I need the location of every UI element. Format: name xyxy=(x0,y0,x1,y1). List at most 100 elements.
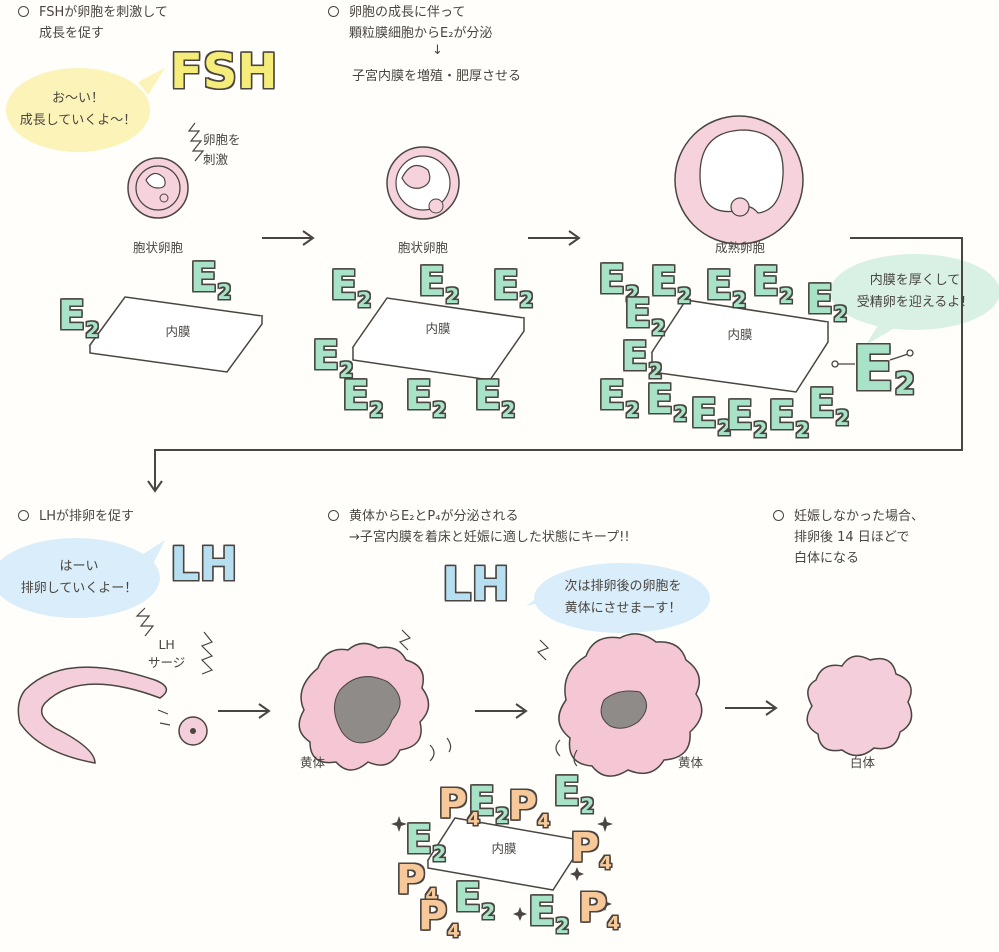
arrow-icon xyxy=(218,700,778,719)
follicle-icon-1 xyxy=(127,157,189,219)
stimulate-line2: 刺激 xyxy=(203,152,229,167)
p4-hormone-token: P4 xyxy=(438,781,480,830)
sparkle-icon xyxy=(391,816,613,921)
e2-bubble-line2: 受精卵を迎えるよ！ xyxy=(856,295,974,310)
e2-char-sub: 2 xyxy=(894,367,916,402)
fsh-bubble-line2: 成長していくよ〜！ xyxy=(19,113,137,128)
e2-hormone-token: E2 xyxy=(342,373,384,422)
bullet-circle-icon xyxy=(773,510,784,521)
mature-follicle-icon xyxy=(674,115,804,245)
e2-char-main: E xyxy=(852,332,895,405)
lh-bubble-line2: 排卵していくよー！ xyxy=(20,581,138,596)
corpus-luteum-label-1: 黄体 xyxy=(300,755,326,770)
step-luteum-text: 黄体からE₂とP₄が分泌される →子宮内膜を着床と妊娠に適した状態にキープ!! xyxy=(328,506,630,548)
corpus-luteum-icon-2 xyxy=(558,633,703,777)
lh2-bubble-line1: 次は排卵後の卵胞を xyxy=(564,579,682,594)
step-albicans-line1: 妊娠しなかった場合、 xyxy=(794,509,925,524)
follicle-icon-2 xyxy=(386,146,460,220)
lh2-speech-bubble xyxy=(534,563,710,633)
e2-hormone-token: E2 xyxy=(190,255,232,304)
corpus-albicans-label: 白体 xyxy=(850,755,876,770)
e2-character: E2 xyxy=(852,338,915,416)
e2-speech-bubble xyxy=(830,254,999,330)
step-fsh-text: FSHが卵胞を刺激して 成長を促す xyxy=(18,2,168,44)
e2-hormone-token: E2 xyxy=(752,259,794,308)
e2-hormone-token: E2 xyxy=(598,373,640,422)
lh-surge-line1: LH xyxy=(158,637,175,652)
e2-hormone-token: E2 xyxy=(528,889,570,938)
e2-hormone-token: E2 xyxy=(705,263,747,312)
endometrium-slab-4 xyxy=(426,817,582,891)
follicle-label-2: 胞状卵胞 xyxy=(397,240,448,255)
e2-hormone-token: E2 xyxy=(768,393,810,442)
lh2-bubble-line2: 黄体にさせまーす！ xyxy=(564,601,682,616)
step-albicans-line2: 排卵後 14 日ほどで xyxy=(794,530,910,545)
e2-hormone-token: E2 xyxy=(330,263,372,312)
e2-hormone-token: E2 xyxy=(474,373,516,422)
e2-hormone-token: E2 xyxy=(405,373,447,422)
e2-bubble-text: 内膜を厚くして 受精卵を迎えるよ！ xyxy=(840,270,990,314)
fsh-bubble-text: お〜い！ 成長していくよ〜！ xyxy=(8,88,148,132)
step-lh-text: LHが排卵を促す xyxy=(18,506,134,527)
p4-hormone-token: P4 xyxy=(508,783,550,832)
connector-arrow-icon xyxy=(147,237,963,493)
step-e2-line2: 顆粒膜細胞からE₂が分泌 xyxy=(349,26,493,41)
step-luteum-line2: →子宮内膜を着床と妊娠に適した状態にキープ!! xyxy=(349,530,630,545)
e2-hormone-token: E2 xyxy=(58,293,100,342)
e2-hormone-token: E2 xyxy=(492,263,534,312)
endometrium-slab-2 xyxy=(351,297,526,381)
step-albicans-text: 妊娠しなかった場合、 排卵後 14 日ほどで 白体になる xyxy=(773,506,924,569)
e2-hormone-token: E2 xyxy=(418,259,460,308)
lh-zigzag-icon-2 xyxy=(200,631,214,675)
p4-hormone-token: P4 xyxy=(418,893,460,942)
step-fsh-line2: 成長を促す xyxy=(39,26,105,41)
bullet-circle-icon xyxy=(328,510,339,521)
e2-hormone-token: E2 xyxy=(553,769,595,818)
fsh-bubble-line1: お〜い！ xyxy=(51,91,104,106)
endometrium-slab-3 xyxy=(650,299,830,393)
lh-bubble-text: はーい 排卵していくよー！ xyxy=(4,556,154,600)
step-e2-line1: 卵胞の成長に伴って xyxy=(349,5,466,20)
e2-hormone-token: E2 xyxy=(726,393,768,442)
stimulate-label: 卵胞を 刺激 xyxy=(203,130,241,170)
p4-hormone-token: P4 xyxy=(396,857,438,906)
motion-lines-icon xyxy=(157,709,171,726)
lh-bubble-line1: はーい xyxy=(59,559,99,574)
e2-hormone-token: E2 xyxy=(405,817,447,866)
corpus-albicans-icon xyxy=(806,655,913,757)
fsh-character: FSH xyxy=(170,44,278,100)
e2-hormone-token: E2 xyxy=(646,377,688,426)
lh2-bubble-text: 次は排卵後の卵胞を 黄体にさせまーす！ xyxy=(540,576,706,620)
corpus-luteum-icon-1 xyxy=(298,642,430,771)
down-arrow-icon: ↓ xyxy=(432,43,443,58)
corpus-luteum-label-2: 黄体 xyxy=(678,755,704,770)
lh-surge-line2: サージ xyxy=(148,655,186,670)
e2-hormone-token: E2 xyxy=(624,291,666,340)
lh-zigzag-icon-1 xyxy=(135,607,155,637)
endometrium-label-3: 内膜 xyxy=(727,327,752,342)
lh-surge-label: LH サージ xyxy=(148,636,185,672)
mature-follicle-label: 成熟卵胞 xyxy=(714,240,765,255)
lh-character-1: LH xyxy=(170,537,238,591)
step-lh-line1: LHが排卵を促す xyxy=(39,509,135,524)
e2-hormone-token: E2 xyxy=(312,333,354,382)
endometrium-slab-1 xyxy=(88,296,264,373)
step-e2-sub-text: 子宮内膜を増殖・肥厚させる xyxy=(352,69,522,84)
stimulate-zigzag-icon xyxy=(187,122,205,162)
e2-hormone-token: E2 xyxy=(808,381,850,430)
e2-hormone-token: E2 xyxy=(468,779,510,828)
e2-hormone-token: E2 xyxy=(621,334,663,383)
stimulate-line1: 卵胞を xyxy=(203,132,241,147)
step-albicans-line3: 白体になる xyxy=(794,551,860,566)
e2-hormone-token: E2 xyxy=(690,391,732,440)
bullet-circle-icon xyxy=(328,6,339,17)
uterine-tube-icon xyxy=(17,666,168,764)
step-fsh-line1: FSHが卵胞を刺激して xyxy=(39,5,168,20)
endometrium-label-4: 内膜 xyxy=(491,841,516,856)
e2-bubble-line1: 内膜を厚くして xyxy=(869,273,961,288)
endometrium-label-2: 内膜 xyxy=(425,321,450,336)
bullet-circle-icon xyxy=(18,6,29,17)
p4-hormone-token: P4 xyxy=(570,825,612,874)
endometrium-label-1: 内膜 xyxy=(165,324,190,339)
lh-character-2: LH xyxy=(442,557,510,611)
